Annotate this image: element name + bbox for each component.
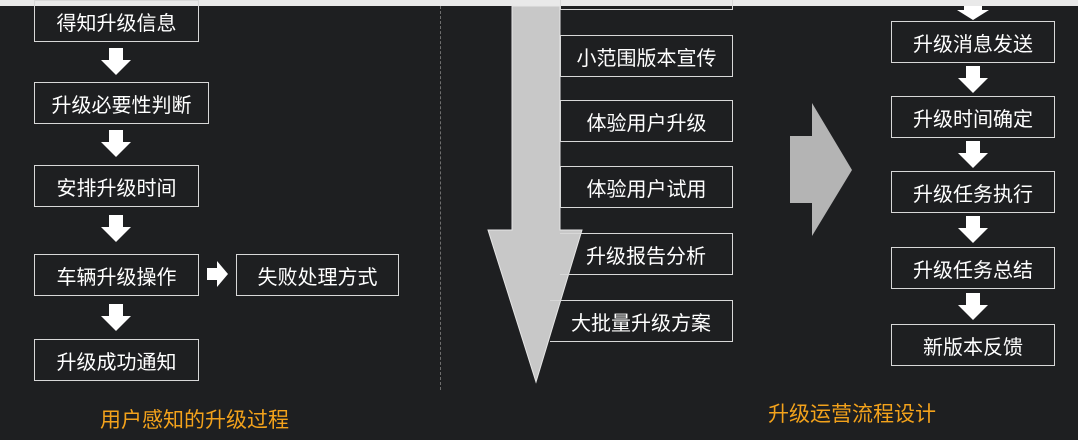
- right-down-arrow-icon-3: [958, 216, 988, 243]
- middle-partial-top-box: [560, 0, 733, 10]
- right-step-5: 新版本反馈: [891, 324, 1055, 366]
- right-down-arrow-icon-1: [958, 66, 988, 93]
- middle-step-4: 升级报告分析: [560, 233, 733, 275]
- right-step-3: 升级任务执行: [891, 171, 1055, 213]
- right-step-2: 升级时间确定: [891, 96, 1055, 138]
- middle-step-5: 大批量升级方案: [550, 300, 733, 342]
- right-chevron-arrow-icon: [790, 103, 852, 236]
- left-step-5: 升级成功通知: [34, 339, 199, 381]
- middle-step-3: 体验用户试用: [560, 166, 733, 208]
- right-step-1: 升级消息发送: [891, 21, 1055, 63]
- left-down-arrow-icon-2: [101, 130, 131, 157]
- right-down-arrow-icon-2: [958, 141, 988, 168]
- left-right-arrow-icon: [207, 261, 228, 287]
- left-step-4: 车辆升级操作: [34, 254, 199, 296]
- left-side-step: 失败处理方式: [236, 254, 399, 296]
- left-down-arrow-icon-4: [101, 304, 131, 331]
- left-caption: 用户感知的升级过程: [100, 408, 289, 432]
- top-edge-strip: [0, 0, 1078, 6]
- right-step-4: 升级任务总结: [891, 247, 1055, 289]
- right-caption: 升级运营流程设计: [768, 402, 936, 426]
- middle-step-2: 体验用户升级: [560, 100, 733, 142]
- right-top-down-arrow-icon: [957, 6, 989, 20]
- left-step-1: 得知升级信息: [34, 0, 199, 42]
- left-step-3: 安排升级时间: [34, 165, 199, 207]
- section-divider: [440, 6, 441, 390]
- left-down-arrow-icon-1: [101, 48, 131, 75]
- left-step-2: 升级必要性判断: [34, 82, 209, 124]
- right-down-arrow-icon-4: [958, 293, 988, 320]
- left-down-arrow-icon-3: [101, 215, 131, 242]
- middle-step-1: 小范围版本宣传: [560, 35, 733, 77]
